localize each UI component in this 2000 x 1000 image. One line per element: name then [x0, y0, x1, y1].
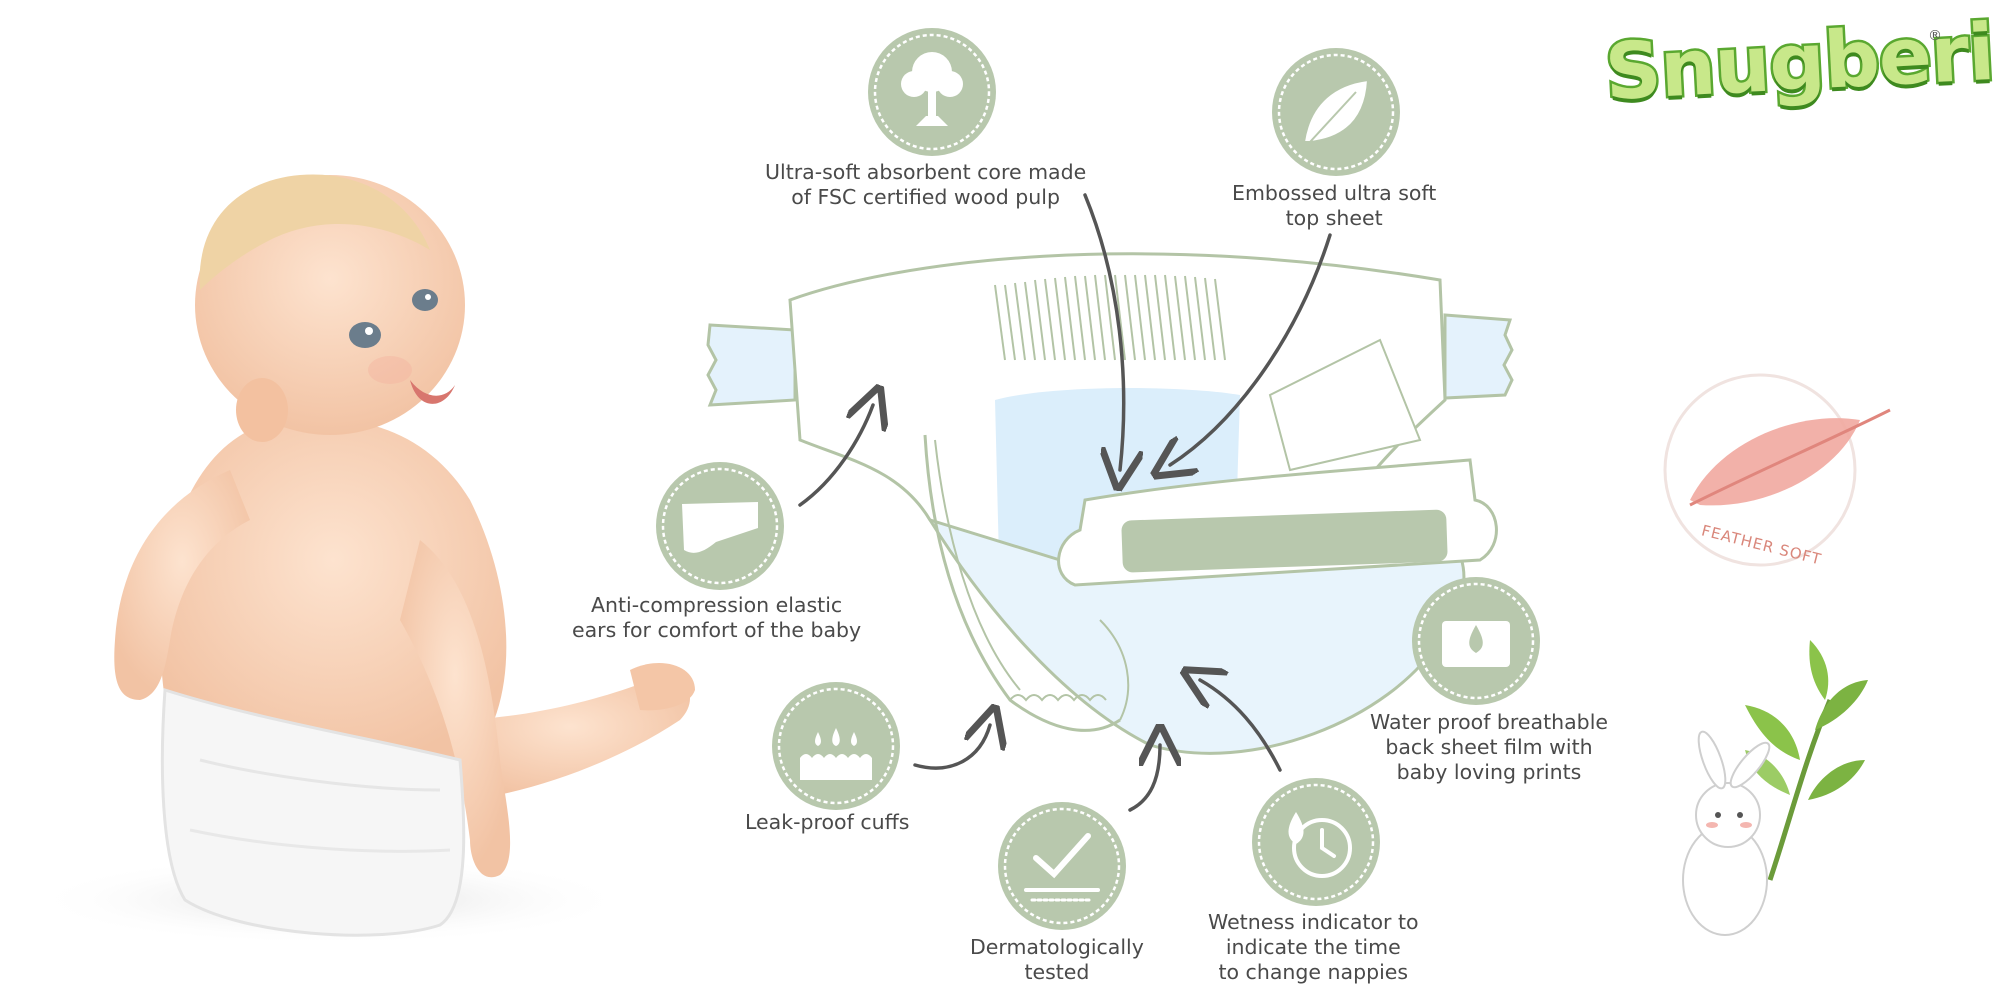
wetness-clock-icon	[1288, 812, 1352, 878]
arrow-wetness	[1200, 680, 1282, 772]
bunny-sprout-icon	[1682, 640, 1868, 936]
water-drop-badge	[1412, 577, 1540, 705]
arrow-core	[1083, 193, 1124, 470]
leaf-badge	[1272, 48, 1400, 176]
feature-label-cuffs: Leak-proof cuffs	[745, 810, 910, 834]
leak-cuff-badge	[772, 682, 900, 810]
tree-badge	[868, 28, 996, 156]
water-drop-icon	[1442, 621, 1510, 667]
wetness-clock-badge	[1252, 778, 1380, 906]
tree-icon	[901, 52, 963, 126]
arrow-derma	[1128, 745, 1160, 812]
feather-icon	[1689, 408, 1891, 507]
skin-check-icon	[1024, 833, 1100, 902]
registered-mark: ®	[1928, 28, 1942, 44]
arrow-ears	[798, 405, 873, 507]
skin-check-badge	[998, 802, 1126, 930]
arrow-cuffs	[913, 725, 990, 770]
elastic-ear-badge	[656, 462, 784, 590]
leak-cuff-icon	[800, 728, 872, 780]
arrow-topsheet	[1170, 233, 1332, 465]
elastic-ear-icon	[682, 502, 758, 553]
leaf-icon	[1302, 78, 1370, 143]
